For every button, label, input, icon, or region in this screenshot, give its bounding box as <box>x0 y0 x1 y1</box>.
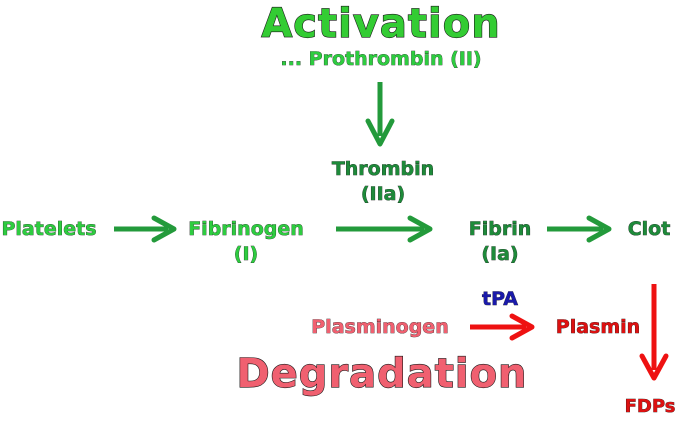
fibrin-node: Fibrin (Ia) <box>452 218 548 265</box>
fibrinogen-sub-label: (I) <box>233 243 259 265</box>
thrombin-sub-label: (IIa) <box>360 183 406 205</box>
clot-label: Clot <box>627 218 671 240</box>
fibrinogen-label: Fibrinogen <box>188 218 304 240</box>
thrombin-node: Thrombin (IIa) <box>318 158 448 205</box>
thrombin-label: Thrombin <box>331 158 435 180</box>
arrow-fibrin-to-clot <box>547 215 612 243</box>
plasmin-label: Plasmin <box>555 316 641 338</box>
arrow-fibrinogen-to-fibrin <box>336 215 433 243</box>
arrow-clot-to-fdps <box>639 284 669 381</box>
fdps-label: FDPs <box>624 396 676 417</box>
plasminogen-label: Plasminogen <box>311 316 449 338</box>
fibrinogen-node: Fibrinogen (I) <box>178 218 314 265</box>
arrow-plasminogen-to-plasmin <box>470 313 535 341</box>
platelets-label: Platelets <box>1 218 97 240</box>
activation-title: Activation <box>261 1 501 47</box>
degradation-title: Degradation <box>236 351 528 397</box>
arrow-prothrombin-to-thrombin <box>365 82 395 147</box>
arrow-platelets-to-fibrinogen <box>114 215 177 243</box>
fibrin-label: Fibrin <box>468 218 532 240</box>
prothrombin-label: ... Prothrombin (II) <box>280 48 482 70</box>
tpa-label: tPA <box>482 288 519 310</box>
fibrin-sub-label: (Ia) <box>481 243 519 265</box>
